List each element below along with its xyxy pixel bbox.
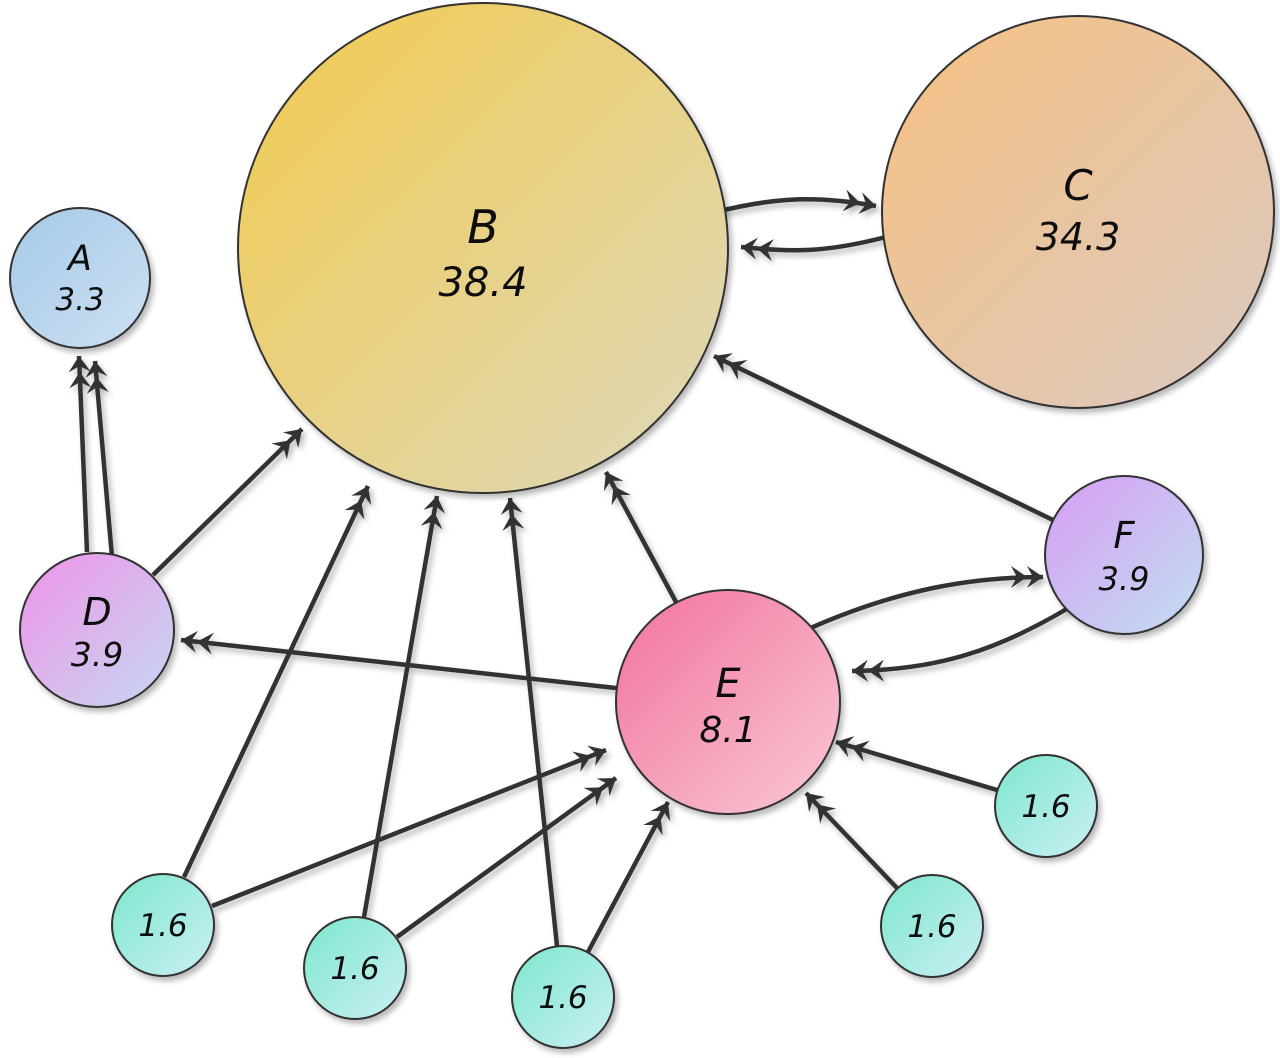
edge-d-to-a [68, 355, 92, 553]
node-small1-circle [111, 873, 215, 977]
nodes-layer: B 38.4 C 34.3 A 3.3 D 3.9 E 8.1 F 3.9 [9, 2, 1275, 1049]
node-small1: 1.6 [111, 873, 215, 977]
node-F-value: 3.9 [1099, 560, 1150, 598]
edge-small5-to-e [835, 736, 998, 793]
node-A: A 3.3 [9, 207, 151, 349]
edge-d-to-b [151, 427, 304, 577]
node-small5-circle [994, 754, 1098, 858]
node-small4: 1.6 [880, 874, 984, 978]
edge-small3-to-b [500, 497, 560, 947]
edge-e-to-b [603, 470, 678, 604]
node-F-circle [1044, 475, 1204, 635]
edge-c-to-b [740, 234, 887, 262]
edge-small1-to-b [181, 485, 372, 878]
node-E-label: E [715, 661, 741, 707]
node-small3: 1.6 [511, 945, 615, 1049]
edge-small2-to-e [395, 776, 618, 939]
node-B-circle [237, 2, 729, 494]
node-A-value: 3.3 [55, 282, 104, 318]
node-D-circle [19, 552, 175, 708]
node-F-label: F [1113, 514, 1135, 557]
node-small4-circle [880, 874, 984, 978]
node-B-label: B [467, 200, 499, 254]
edge-small2-to-b [361, 495, 446, 918]
node-small2-circle [303, 916, 407, 1020]
node-small5: 1.6 [994, 754, 1098, 858]
node-A-label: A [66, 239, 92, 279]
node-A-circle [9, 207, 151, 349]
edge-f-to-e [851, 605, 1072, 682]
node-small4-value: 1.6 [907, 909, 956, 945]
node-small5-value: 1.6 [1021, 789, 1070, 825]
edge-f-to-b [713, 353, 1054, 523]
edge-small3-to-e [586, 800, 671, 954]
node-E-circle [615, 589, 841, 815]
node-C-value: 34.3 [1036, 215, 1121, 259]
node-D-value: 3.9 [71, 635, 123, 674]
edges-layer [68, 189, 1072, 954]
node-small3-circle [511, 945, 615, 1049]
edge-d-to-a-stroke-2 [85, 360, 115, 558]
node-C: C 34.3 [881, 15, 1275, 409]
node-small1-value: 1.6 [138, 908, 187, 944]
node-E-value: 8.1 [699, 710, 756, 751]
node-C-label: C [1063, 161, 1093, 210]
node-D-label: D [82, 590, 111, 634]
node-D: D 3.9 [19, 552, 175, 708]
node-E: E 8.1 [615, 589, 841, 815]
node-C-circle [881, 15, 1275, 409]
node-small3-value: 1.6 [538, 980, 587, 1016]
edge-e-to-d [180, 630, 617, 691]
node-small2: 1.6 [303, 916, 407, 1020]
edge-e-to-f [805, 566, 1044, 633]
node-small2-value: 1.6 [330, 951, 379, 987]
node-F: F 3.9 [1044, 475, 1204, 635]
node-B-value: 38.4 [438, 260, 527, 306]
edge-b-to-c [711, 189, 877, 216]
node-B: B 38.4 [237, 2, 729, 494]
edge-small4-to-e [804, 791, 899, 890]
